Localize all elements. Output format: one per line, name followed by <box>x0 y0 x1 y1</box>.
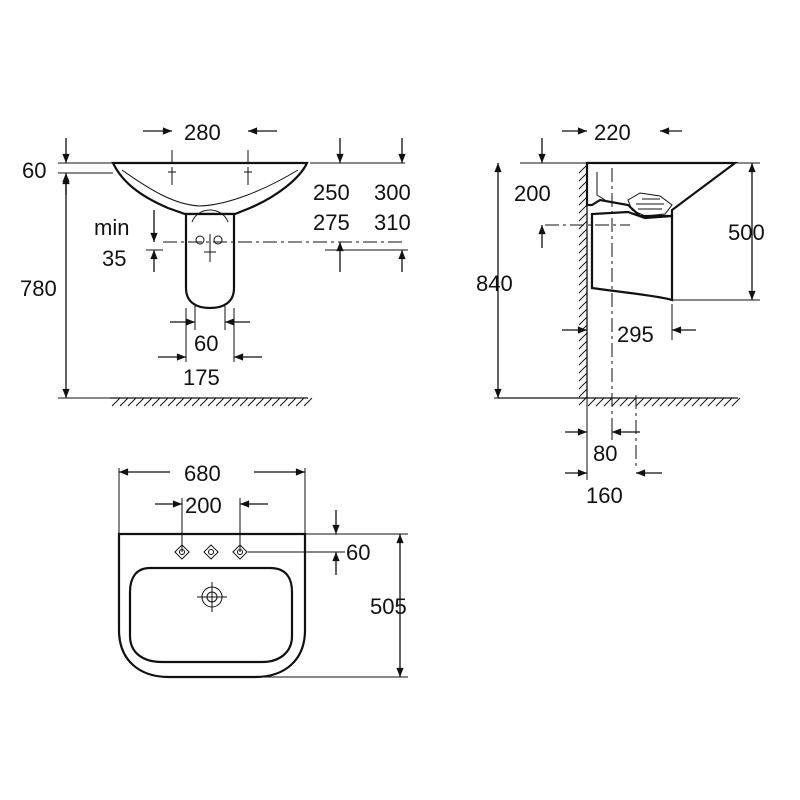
dim-side-waste-offset-b: 160 <box>586 483 623 508</box>
front-floor <box>110 397 313 407</box>
dim-front-tap-spacing: 280 <box>184 120 221 145</box>
top-waste-outlet <box>197 582 227 612</box>
dim-front-pedestal-width: 175 <box>183 365 220 390</box>
dim-front-waste-a1: 250 <box>313 180 350 205</box>
dim-front-overflow-value: 35 <box>102 246 126 271</box>
dim-side-overall-height: 840 <box>476 271 513 296</box>
side-bowl-section <box>627 192 673 217</box>
dim-top-overall-depth: 505 <box>370 594 407 619</box>
dim-side-top-projection: 220 <box>594 120 631 145</box>
front-trap-symbol <box>195 234 223 262</box>
dim-front-waste-b2: 310 <box>374 210 411 235</box>
top-view: 680 200 60 505 <box>117 461 408 679</box>
side-floor <box>498 397 741 407</box>
front-basin-outline <box>111 161 309 216</box>
dim-side-bowl-depth: 500 <box>728 220 765 245</box>
dim-front-waste-a2: 275 <box>313 210 350 235</box>
side-view: 220 200 840 500 295 80 160 <box>476 120 765 508</box>
dim-top-tap-offset: 60 <box>346 540 370 565</box>
side-basin-outline <box>585 161 739 218</box>
dim-front-overall-height: 780 <box>20 276 57 301</box>
dim-top-tap-spacing: 200 <box>185 493 222 518</box>
dim-front-waste-b1: 300 <box>374 180 411 205</box>
dim-front-pedestal-waste: 60 <box>194 331 218 356</box>
dim-front-rim-height: 60 <box>22 158 46 183</box>
dim-side-rim-offset: 200 <box>514 181 551 206</box>
dim-side-waste-offset-a: 80 <box>593 441 617 466</box>
side-wall <box>578 163 588 406</box>
front-view: 280 60 780 min 35 250 275 300 310 60 175 <box>20 120 411 407</box>
dim-front-overflow-min: min <box>94 215 129 240</box>
top-tap-holes <box>174 544 248 560</box>
dim-side-pedestal-projection: 295 <box>617 322 654 347</box>
dim-top-overall-width: 680 <box>184 461 221 486</box>
top-bowl <box>128 566 294 664</box>
